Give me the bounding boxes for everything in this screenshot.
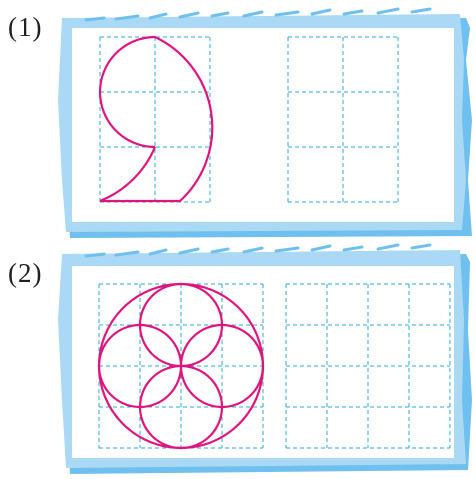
grid-2-left bbox=[98, 283, 264, 449]
card-1-torn-edge bbox=[84, 7, 432, 22]
figure-2-circles bbox=[97, 282, 265, 450]
panel-1-label: (1) bbox=[8, 12, 43, 42]
comma-inner-arc bbox=[99, 146, 157, 203]
figure-1-comma-arcs bbox=[98, 35, 214, 203]
grid-1-left bbox=[99, 36, 211, 203]
card-2-torn-edge bbox=[84, 243, 432, 258]
card-1 bbox=[58, 7, 472, 238]
comma-outer-arc bbox=[98, 35, 214, 203]
panel-2-label: (2) bbox=[8, 258, 43, 288]
grid-1-right bbox=[287, 36, 399, 203]
right-circle bbox=[179, 323, 265, 409]
card-1-inner bbox=[72, 28, 454, 222]
card-2 bbox=[58, 243, 472, 474]
grid-2-right bbox=[285, 283, 451, 449]
